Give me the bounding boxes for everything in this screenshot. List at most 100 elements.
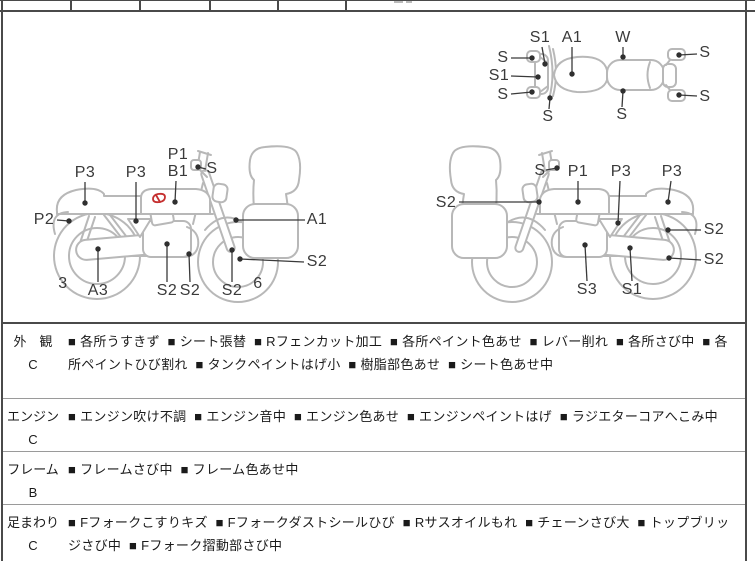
side-cover xyxy=(127,218,152,238)
leader-line xyxy=(617,180,621,224)
leader-dot xyxy=(582,242,588,248)
diagram-label: S xyxy=(534,162,546,179)
leader-dot xyxy=(575,199,581,205)
leader-line xyxy=(668,257,702,261)
diagram-label: S2 xyxy=(703,251,725,268)
leader-dot xyxy=(535,74,541,80)
diagram-label: S2 xyxy=(221,282,243,299)
leader-dot xyxy=(229,247,235,253)
diagram-label: A1 xyxy=(306,211,328,228)
leader-line xyxy=(174,180,177,203)
leader-dot xyxy=(95,246,101,252)
leader-line xyxy=(541,46,546,65)
category-label: フレーム xyxy=(7,462,59,477)
leader-dot xyxy=(536,199,542,205)
condition-row: フレーム B ■ フレームさび中 ■ フレーム色あせ中 xyxy=(3,452,745,505)
diagram-label: S2 xyxy=(435,194,457,211)
leader-dot xyxy=(569,71,575,77)
leader-dot xyxy=(676,92,682,98)
leader-dot xyxy=(665,199,671,205)
rear-fender xyxy=(52,211,69,235)
front-wheel xyxy=(197,221,279,303)
diagram-label: S2 xyxy=(703,221,725,238)
leader-dot xyxy=(66,218,72,224)
diagram-label: S xyxy=(497,49,509,66)
category-label: 外 観 xyxy=(13,334,53,349)
leader-line xyxy=(584,244,588,282)
leader-line xyxy=(510,91,533,95)
leader-dot xyxy=(627,245,633,251)
condition-items: ■ フレームさび中 ■ フレーム色あせ中 xyxy=(68,462,299,477)
right-border-line xyxy=(745,0,747,561)
leader-dot xyxy=(164,241,170,247)
leader-dot xyxy=(542,61,548,67)
diagram-label: 6 xyxy=(253,275,263,292)
diagram-label: S2 xyxy=(179,282,201,299)
leader-dot xyxy=(554,165,560,171)
diagram-label: W xyxy=(615,29,631,46)
diagram-label: S2 xyxy=(156,282,178,299)
leader-line xyxy=(678,53,698,56)
diagram-label: P3 xyxy=(610,163,632,180)
grade-value: C xyxy=(28,432,38,447)
condition-items: ■ 各所うすきず ■ シート張替 ■ Rフェンカット加工 ■ 各所ペイント色あせ… xyxy=(68,334,728,372)
leader-dot xyxy=(666,255,672,261)
cropped-text-artifact xyxy=(406,1,412,3)
diagram-label: P1 xyxy=(567,163,589,180)
leader-line xyxy=(239,258,305,263)
leader-dot xyxy=(547,95,553,101)
diagram-label: P3 xyxy=(661,163,683,180)
header-cell-divider xyxy=(139,0,141,10)
header-cell-divider xyxy=(277,0,279,10)
leader-line xyxy=(510,75,539,78)
headlight xyxy=(211,182,229,204)
handlebar-top xyxy=(548,45,554,100)
diagram-label: S xyxy=(206,160,218,177)
header-cell-divider xyxy=(70,0,72,10)
leader-dot xyxy=(665,227,671,233)
diagram-label: S1 xyxy=(529,29,551,46)
diagram-label: S1 xyxy=(621,281,643,298)
top-border-line xyxy=(0,0,755,1)
leader-line xyxy=(678,94,698,97)
leader-dot xyxy=(186,251,192,257)
header-strip-bottom-border xyxy=(0,10,755,12)
diagram-label: P2 xyxy=(33,211,55,228)
leader-line xyxy=(667,180,672,203)
condition-items: ■ エンジン吹け不調 ■ エンジン音中 ■ エンジン色あせ ■ エンジンペイント… xyxy=(68,409,718,424)
diagram-label: S3 xyxy=(576,281,598,298)
diagram-label: B1 xyxy=(167,163,189,180)
category-label: 足まわり xyxy=(6,515,59,530)
seat-and-tail-cowl xyxy=(55,187,142,215)
grade-value: B xyxy=(28,485,38,500)
tail-top xyxy=(662,63,677,88)
left-side-view-motorcycle xyxy=(448,145,698,303)
cropped-text-artifact xyxy=(394,1,403,3)
grade-value: C xyxy=(28,357,38,372)
leader-dot xyxy=(676,52,682,58)
diagram-label: P3 xyxy=(125,164,147,181)
diagram-label: S1 xyxy=(488,67,510,84)
leader-line xyxy=(188,253,191,283)
leader-dot xyxy=(237,256,243,262)
diagram-label: 3 xyxy=(58,275,68,292)
leader-dot xyxy=(529,89,535,95)
diagram-label: S xyxy=(542,108,554,125)
leader-dot xyxy=(133,218,139,224)
leader-dot xyxy=(195,164,201,170)
condition-table: 外 観 C ■ 各所うすきず ■ シート張替 ■ Rフェンカット加工 ■ 各所ペイン… xyxy=(3,322,745,561)
diagram-label: S xyxy=(699,44,711,61)
leader-dot xyxy=(529,55,535,61)
leader-dot xyxy=(620,54,626,60)
diagram-label: S2 xyxy=(306,253,328,270)
diagram-label: P1 xyxy=(167,146,189,163)
diagram-label: A1 xyxy=(561,29,583,46)
diagram-label: S xyxy=(616,106,628,123)
diagram-label: S xyxy=(699,88,711,105)
leader-dot xyxy=(82,200,88,206)
